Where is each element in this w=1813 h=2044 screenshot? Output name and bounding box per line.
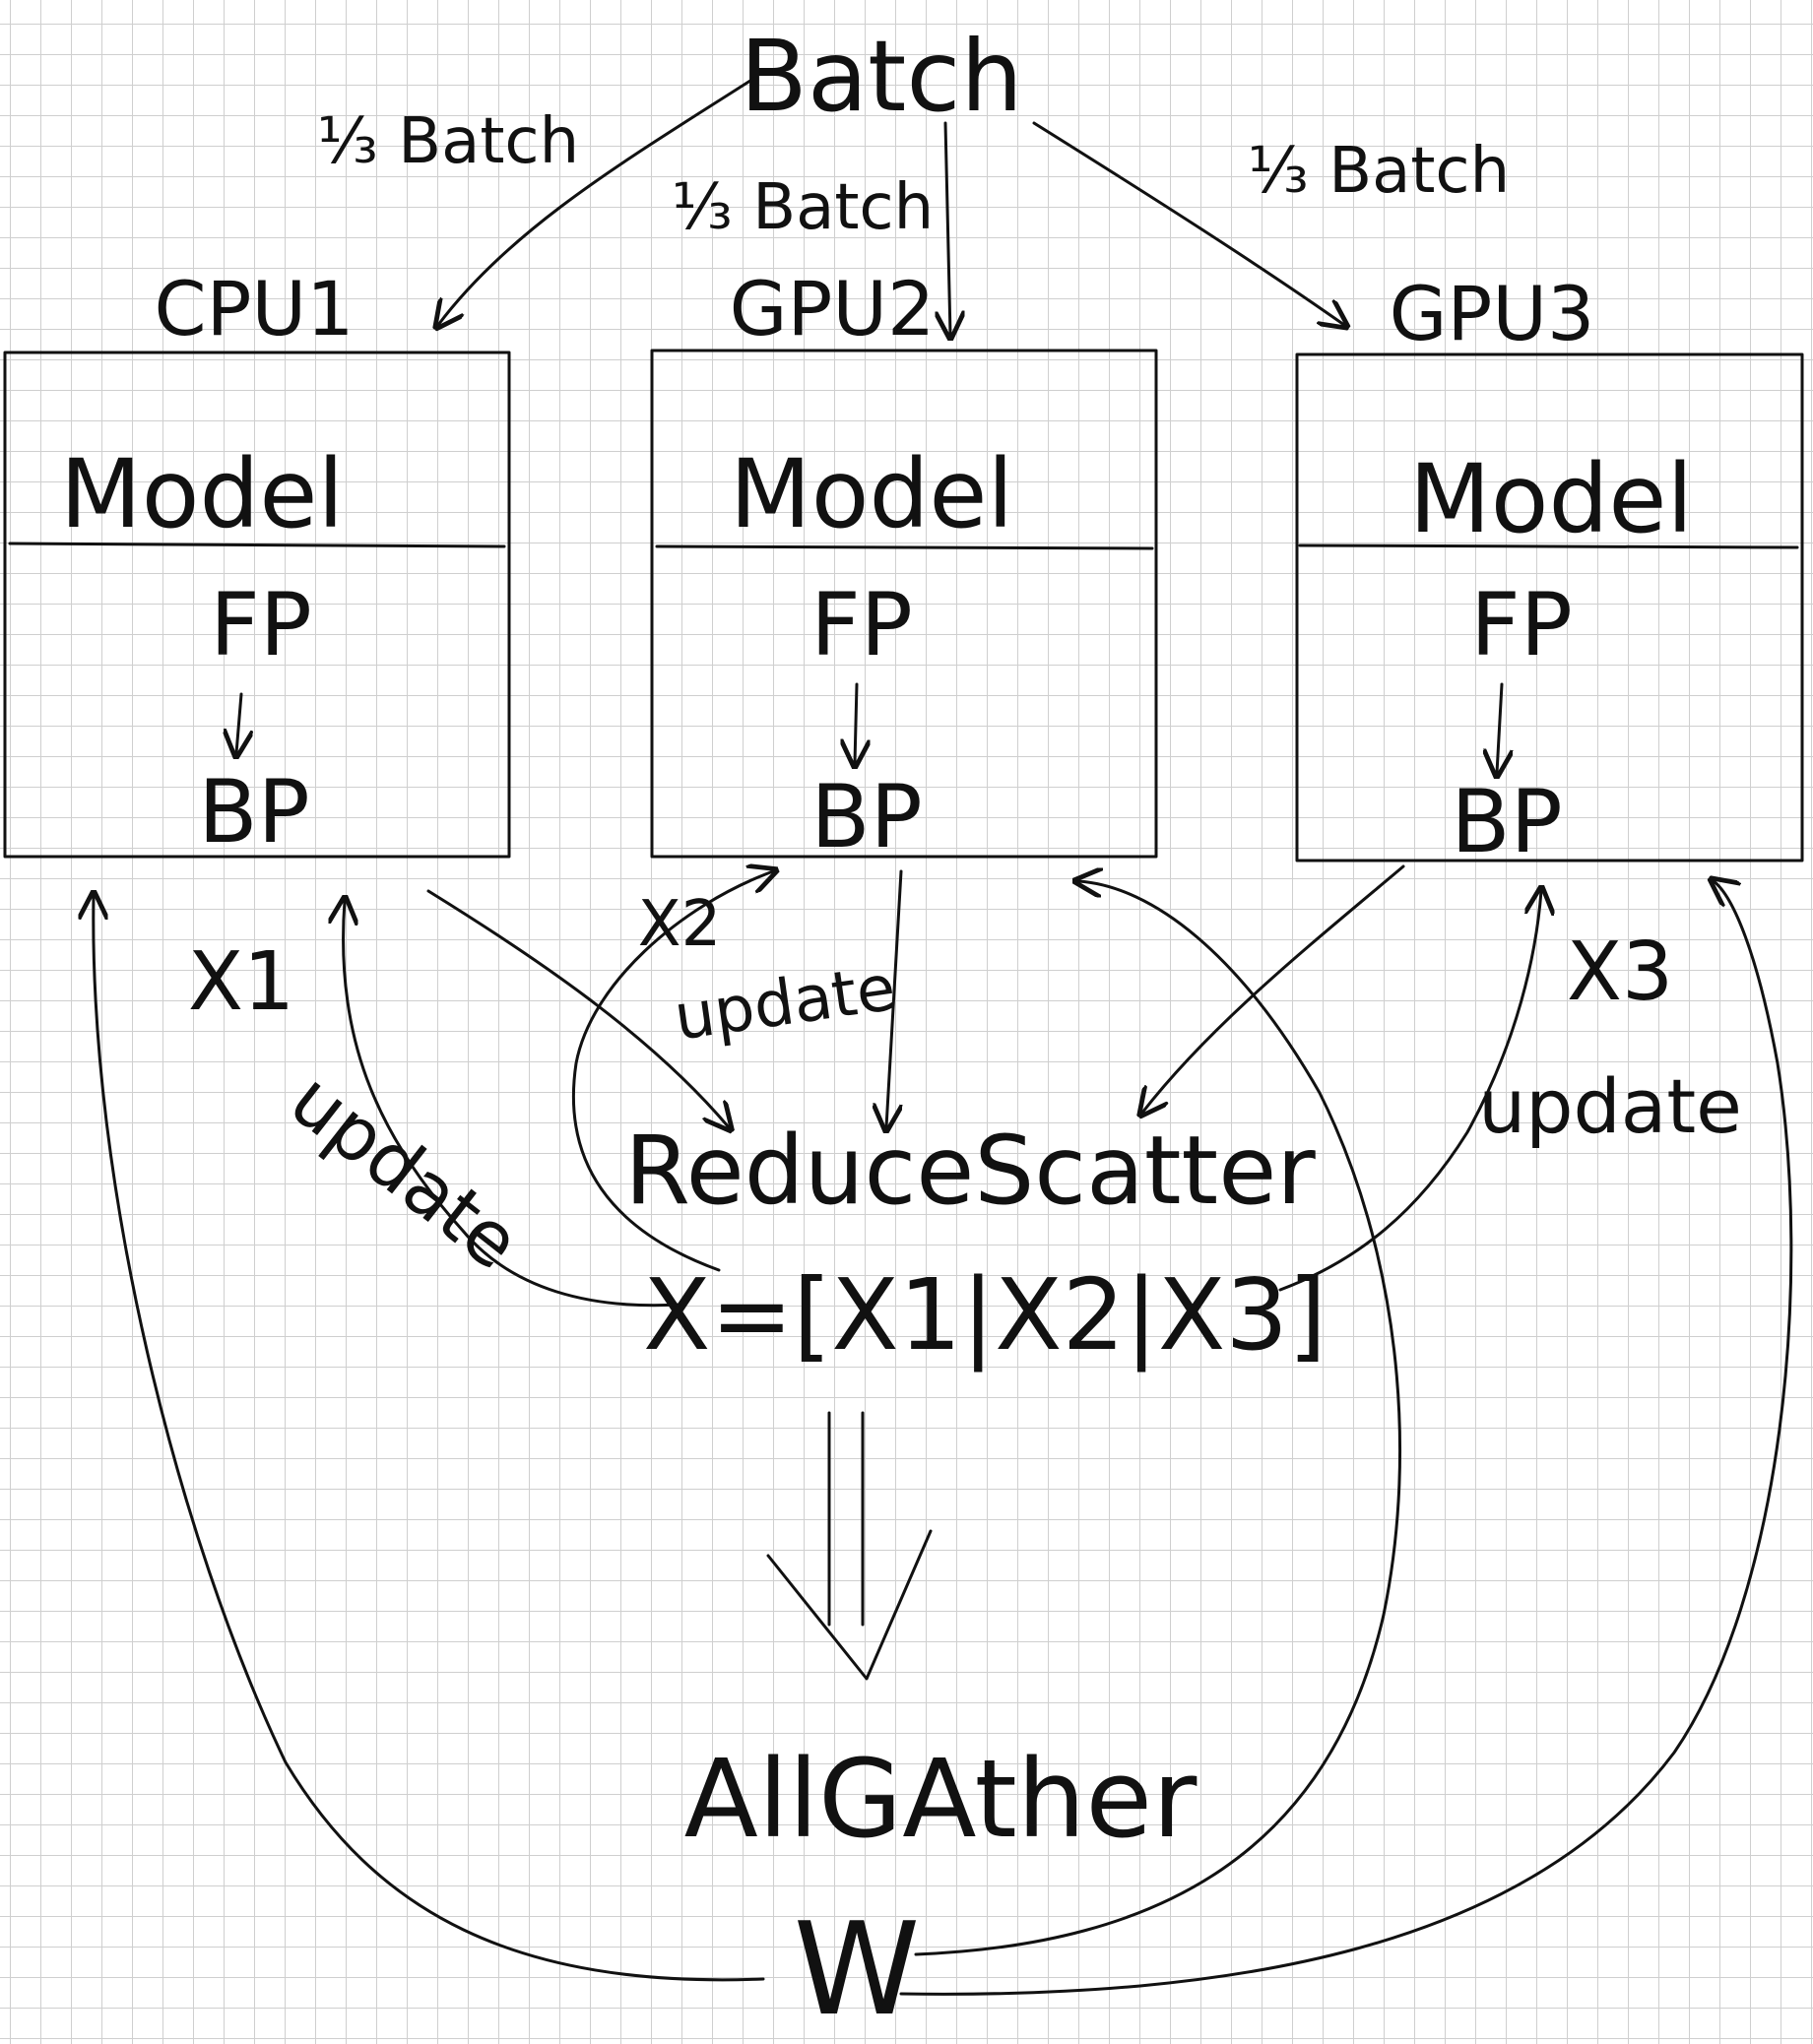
one-third-batch-left-label: ⅓ Batch [317,105,579,178]
device-box-cpu1: Model FP BP [3,351,511,862]
device-box-gpu2: Model FP BP [650,349,1158,867]
model-label-cpu1: Model [60,439,344,549]
double-arrow-to-allgather [766,1411,933,1681]
arrow-cpu1-to-reducescatter [426,889,729,1127]
arrow-fp-to-bp-gpu3 [1497,682,1502,773]
fp-label-cpu1: FP [210,574,312,675]
arrow-w-to-cpu1 [94,896,765,1982]
all-gather-label: AllGAther [684,1736,1198,1862]
batch-label: Batch [740,19,1022,134]
update-label-gpu2: update [670,952,900,1055]
bp-label-gpu2: BP [810,766,922,867]
one-third-batch-right-label: ⅓ Batch [1248,135,1510,208]
arrow-batch-to-cpu1 [438,77,755,325]
device-name-cpu1: CPU1 [155,265,355,352]
x-partition-label: X=[X1|X2|X3] [643,1257,1327,1373]
arrow-gpu3-to-reducescatter [1142,864,1405,1113]
arrow-batch-to-gpu3 [1032,121,1344,325]
device-box-gpu3: Model FP BP [1295,352,1804,872]
arrow-gpu2-to-reducescatter [886,869,903,1127]
arrow-x-to-cpu1-update [344,901,681,1308]
arrow-w-to-gpu3 [899,881,1793,1996]
shard-label-x1: X1 [188,935,294,1029]
reduce-scatter-label: ReduceScatter [624,1116,1316,1226]
arrow-x-to-gpu2-update [571,871,773,1272]
arrow-x-to-gpu3-update [1278,891,1541,1292]
update-label-cpu1: update [274,1055,536,1287]
device-name-gpu3: GPU3 [1390,270,1595,357]
arrow-fp-to-bp-gpu2 [855,682,857,763]
update-label-gpu3: update [1478,1062,1742,1150]
bp-label-gpu3: BP [1451,771,1562,872]
model-label-gpu3: Model [1409,444,1693,554]
w-label: W [794,1894,921,2044]
arrow-w-to-gpu2 [914,881,1401,1956]
shard-label-x3: X3 [1567,926,1673,1019]
shard-label-x2: X2 [638,888,722,961]
model-label-gpu2: Model [730,439,1013,549]
device-name-gpu2: GPU2 [730,265,936,352]
arrow-fp-to-bp-cpu1 [236,692,241,753]
arrow-batch-to-gpu2 [945,121,950,335]
bp-label-cpu1: BP [198,761,309,862]
fp-label-gpu2: FP [810,574,913,675]
fp-label-gpu3: FP [1470,574,1573,675]
one-third-batch-middle-label: ⅓ Batch [672,171,934,244]
